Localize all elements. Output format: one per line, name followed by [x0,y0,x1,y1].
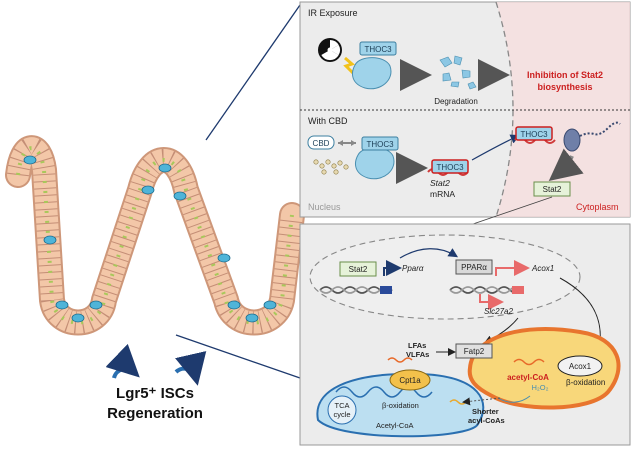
bottom-panel: Stat2 Pparα PPARα Acox1 Slc27a2 LFAs VLF… [299,223,631,446]
fatty-acid-chain [387,357,413,363]
regeneration-title: Regeneration [107,405,203,422]
acox1-gene-block [512,286,524,294]
perox-acetyl-coa: acetyl-CoA [507,373,549,382]
mitochondrion [316,372,485,438]
nucleus-ellipse [309,234,581,320]
inhibition-label-2: biosynthesis [537,82,592,92]
cbd-tag [307,135,335,150]
lightning-icon [343,56,356,76]
regeneration-arrows [105,343,207,386]
stat2-box-bottom [339,261,377,277]
export-arrow [471,134,521,161]
perox-cycle-arrow [497,395,531,403]
cpt1a-ellipse [389,369,431,391]
cbd-bind-arrowheads [338,140,356,146]
tca-label: TCA [335,401,350,410]
slc27a2-promoter-arrow [479,294,504,310]
cpt1a-label: Cpt1a [399,376,421,385]
mrna-label: mRNA [430,189,455,199]
thoc3-tag-ir [359,41,397,56]
stat2-protein-label: Stat2 [543,185,562,194]
stat2-protein-box [533,181,571,197]
inhibition-label-1: Inhibition of Stat2 [527,70,603,80]
vlfas-label: VLFAs [406,350,429,359]
stat2-mrna-label: Stat2 [430,178,450,188]
perox-fa-chain [513,358,545,366]
connector-bottom [175,334,301,379]
lfas-label: LFAs [408,341,426,350]
cycle-label: cycle [333,410,350,419]
thoc3-protein-ir [352,57,392,90]
degradation-label: Degradation [434,97,478,106]
fatp2-label: Fatp2 [464,347,485,356]
mito-acetyl-coa: Acetyl-CoA [376,421,414,430]
peroxisome [467,327,621,410]
fatp2-box [455,343,493,359]
acyl-coas-label: acyl-CoAs [468,416,505,425]
top-panel: IR Exposure With CBD Nucleus Cytoplasm T… [299,1,631,218]
thoc3-label-mrna: THOC3 [436,163,464,172]
acox1-promoter-arrow [495,260,530,276]
dna-strand-2b [449,286,523,294]
acox1-gene-label: Acox1 [531,264,554,273]
h2o2-label: H₂O₂ [531,383,548,392]
stat2-label-bottom: Stat2 [349,265,368,274]
ppara-gene-label: Pparα [402,264,424,273]
ppara-translation-arrow [399,248,459,259]
cbd-molecule [313,159,349,175]
ppara-protein-box [455,259,493,275]
acox1-protein-label: Acox1 [569,362,592,371]
nucleus-label: Nucleus [308,202,341,212]
shorter-label: Shorter [472,407,499,416]
thoc3-label-cbd: THOC3 [366,140,394,149]
stem-cells [23,155,277,323]
mito-beta-ox: β-oxidation [382,401,419,410]
thoc3-tag-cbd [361,136,399,151]
slc27a2-gene-label: Slc27a2 [484,307,513,316]
thoc3-tag-mrna [431,159,469,174]
cbd-label: CBD [313,139,330,148]
mito-cristae [335,386,433,398]
connector-top [205,4,301,141]
translation-arrow [548,148,584,181]
intestinal-epithelium [5,135,305,336]
thoc3-tag-cytoplasm [515,126,553,141]
perox-beta-ox: β-oxidation [566,378,605,387]
degraded-fragments [439,55,477,90]
tca-cycle-circle [327,395,357,425]
acox1-protein-ellipse [557,355,603,377]
ir-exposure-label: IR Exposure [308,8,358,18]
ppara-promoter-arrow [383,260,402,276]
thoc3-label-cytoplasm: THOC3 [520,130,548,139]
with-cbd-label: With CBD [308,116,348,126]
cytoplasm-label: Cytoplasm [576,202,619,212]
ppara-gene-block [380,286,392,294]
thoc3-protein-cbd [355,147,395,180]
ppara-protein-label: PPARα [461,263,487,272]
lgr5-title: Lgr5⁺ ISCs [116,385,194,402]
thoc3-label-ir: THOC3 [364,45,392,54]
radiation-icon [318,38,342,62]
